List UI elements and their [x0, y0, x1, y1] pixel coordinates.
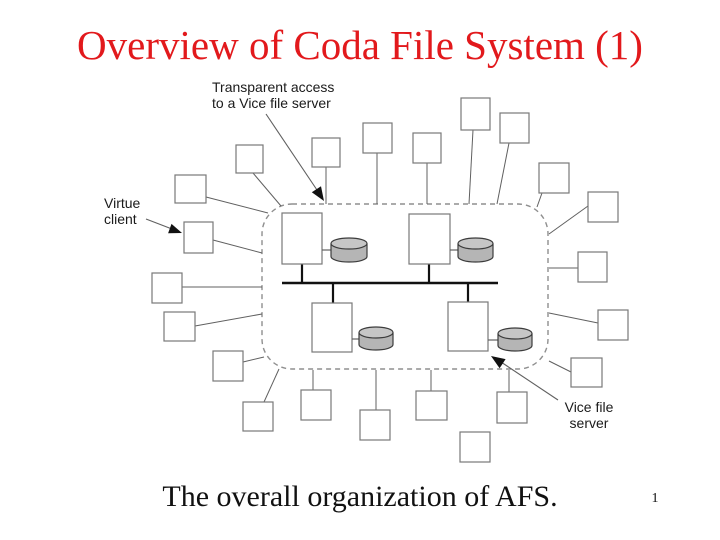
client-connector-line: [548, 312, 599, 324]
label-virtue-client: Virtue client: [104, 195, 141, 227]
client-node: [577, 251, 608, 283]
database-cylinder-top: [330, 237, 368, 250]
client-node: [499, 112, 530, 144]
database-cylinder-top: [497, 327, 533, 340]
client-node: [359, 409, 391, 441]
client-connector-line: [468, 129, 474, 205]
client-connector-line: [242, 356, 265, 363]
label-vice-file-server: Vice file server: [564, 399, 614, 431]
arrowhead-icon: [491, 356, 506, 369]
database-cylinder-top: [358, 326, 394, 339]
callout-arrow-line: [265, 113, 318, 191]
client-connector-line: [496, 142, 510, 205]
database-cylinder-top: [457, 237, 494, 250]
client-connector-line: [536, 192, 543, 208]
server-node: [447, 301, 489, 352]
server-node: [408, 213, 451, 265]
client-node: [212, 350, 244, 382]
client-node: [597, 309, 629, 341]
client-node: [459, 431, 491, 463]
client-node: [174, 174, 207, 204]
client-node: [538, 162, 570, 194]
arrowhead-icon: [168, 223, 182, 234]
client-node: [183, 221, 214, 254]
client-node: [151, 272, 183, 304]
client-node: [412, 132, 442, 164]
client-node: [496, 391, 528, 424]
server-node: [281, 212, 323, 265]
page-number: 1: [651, 491, 659, 506]
client-connector-line: [252, 172, 282, 207]
callout-arrow-line: [145, 218, 173, 230]
client-node: [587, 191, 619, 223]
client-connector-line: [194, 313, 263, 327]
client-node: [362, 122, 393, 154]
client-node: [300, 389, 332, 421]
client-node: [311, 137, 341, 168]
client-node: [460, 97, 491, 131]
server-node: [311, 302, 353, 353]
client-node: [415, 390, 448, 421]
client-connector-line: [263, 368, 280, 403]
client-node: [242, 401, 274, 432]
page-title: Overview of Coda File System (1): [77, 22, 643, 68]
callout-arrow-line: [500, 361, 559, 401]
client-connector-line: [548, 205, 589, 235]
arrowhead-icon: [311, 186, 324, 201]
client-node: [235, 144, 264, 174]
client-connector-line: [548, 360, 572, 373]
slide-caption: The overall organization of AFS.: [162, 480, 558, 513]
client-connector-line: [205, 196, 269, 214]
client-node: [570, 357, 603, 388]
client-connector-line: [212, 239, 263, 254]
client-node: [163, 311, 196, 342]
label-transparent-access: Transparent access to a Vice file server: [212, 79, 335, 111]
